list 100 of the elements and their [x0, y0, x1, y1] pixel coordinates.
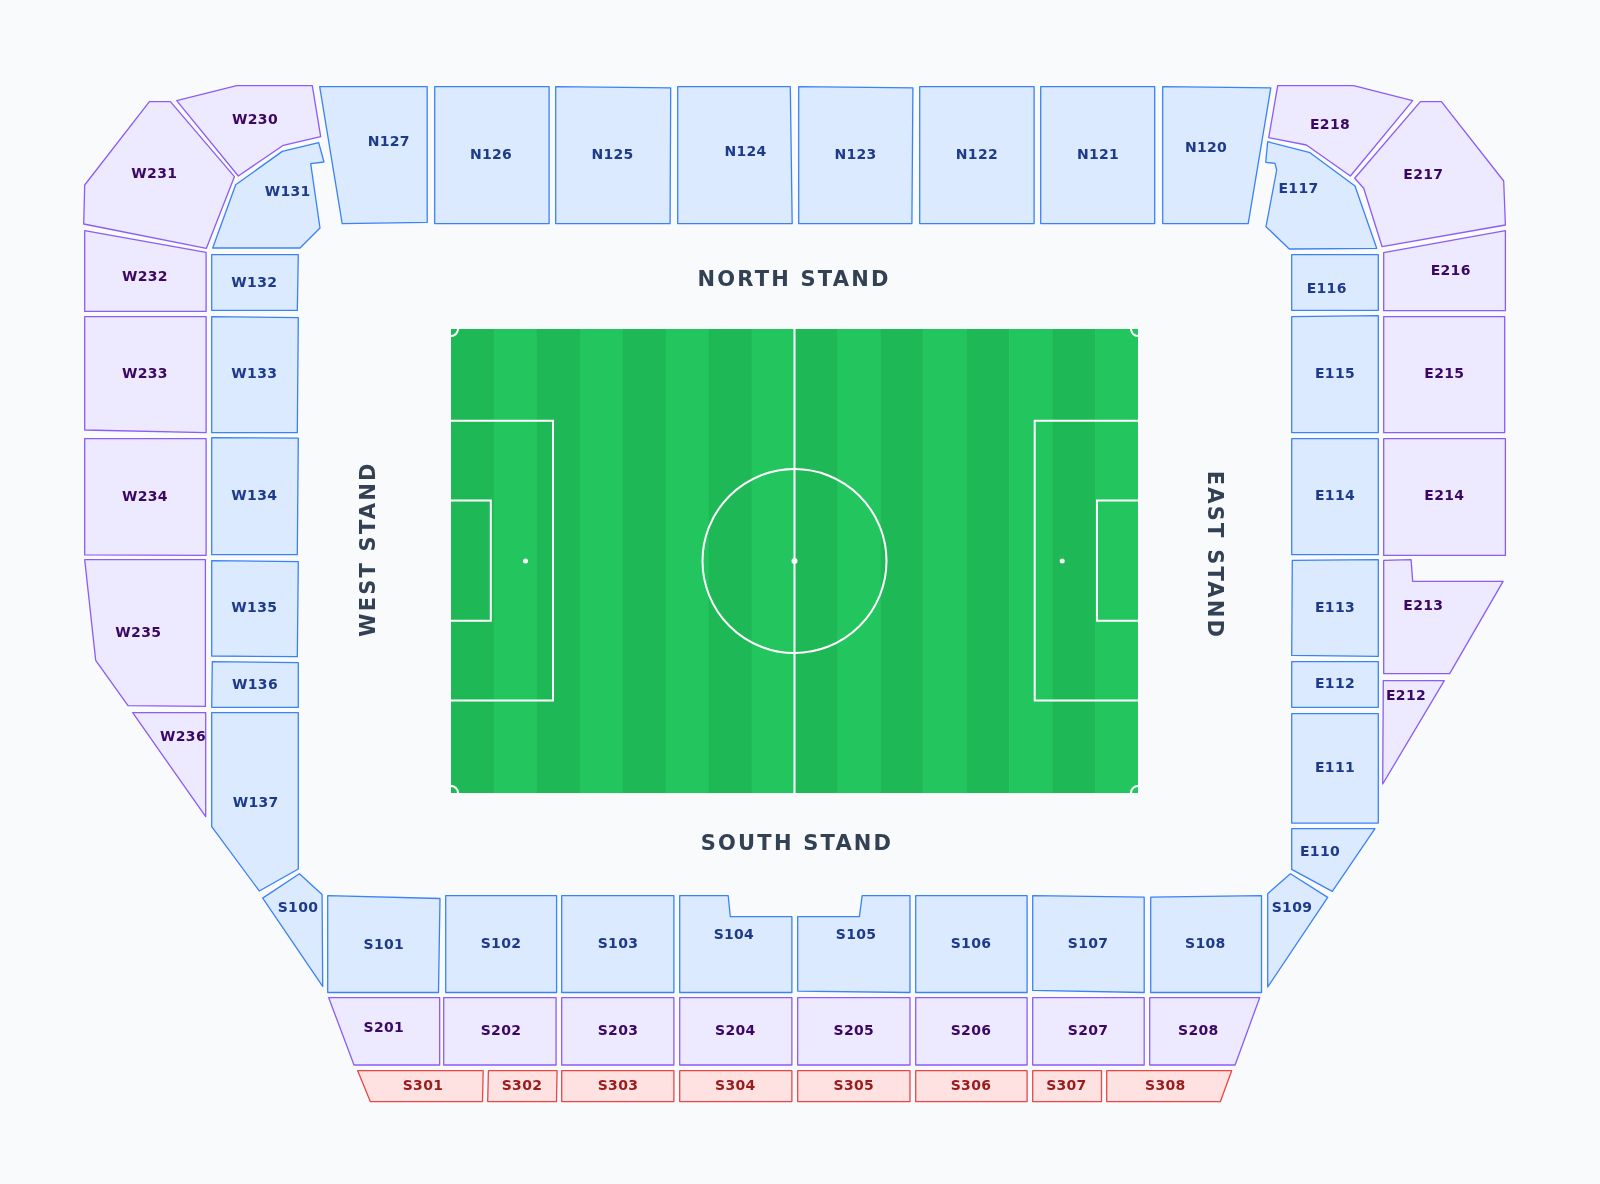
section-label: W230 [232, 112, 278, 127]
section-label: E213 [1403, 598, 1444, 612]
seating-section [1291, 254, 1379, 312]
seating-section [486, 1069, 558, 1102]
seating-section [443, 996, 558, 1066]
seating-section [211, 316, 299, 434]
seating-section [212, 142, 325, 249]
seating-section [433, 86, 550, 225]
section-label: S101 [363, 937, 405, 952]
section-label: W231 [131, 165, 178, 180]
section-label: W236 [160, 729, 206, 743]
section-label: E116 [1306, 280, 1347, 295]
seating-section [1383, 316, 1506, 434]
section-label: N122 [955, 147, 998, 161]
section-label: W134 [231, 488, 278, 503]
section-label: E218 [1310, 117, 1350, 132]
seating-section [798, 86, 914, 225]
section-label: W235 [115, 624, 162, 639]
seating-section [914, 895, 1028, 994]
section-label: S301 [402, 1078, 444, 1093]
seating-section [1382, 680, 1445, 785]
seating-section [1382, 230, 1506, 312]
section-label: S208 [1178, 1023, 1219, 1038]
seating-section [561, 895, 675, 994]
seating-section [1266, 873, 1328, 988]
section-label: N121 [1076, 147, 1120, 161]
section-label: S304 [715, 1078, 756, 1093]
seating-section [83, 316, 207, 434]
section-label: S100 [277, 900, 319, 914]
seating-section [561, 996, 675, 1066]
stand-label: SOUTH STAND [700, 832, 894, 854]
seating-section [679, 895, 793, 994]
seating-section [1149, 895, 1263, 994]
section-label: W233 [122, 366, 168, 381]
section-label: S201 [363, 1020, 405, 1034]
seating-section [1040, 86, 1156, 225]
seating-section [84, 559, 207, 708]
seating-section [1106, 1069, 1233, 1102]
section-label: N127 [367, 134, 410, 148]
seating-section [914, 996, 1028, 1066]
seating-section [1382, 559, 1504, 675]
seating-section [328, 996, 441, 1066]
seating-section [797, 895, 911, 994]
section-label: N120 [1184, 140, 1228, 155]
section-label: E217 [1403, 167, 1444, 181]
seating-section [83, 230, 207, 313]
seating-section [797, 1069, 911, 1102]
seating-section [919, 86, 1036, 225]
section-label: W234 [122, 488, 168, 503]
section-label: W132 [231, 274, 278, 289]
seating-section [1291, 827, 1376, 892]
seating-section [677, 86, 794, 225]
section-label: S307 [1046, 1078, 1087, 1093]
section-label: N125 [591, 147, 634, 161]
section-label: E115 [1315, 366, 1355, 381]
seating-section [1291, 712, 1379, 824]
seating-section [444, 895, 558, 994]
section-label: E214 [1424, 488, 1465, 503]
section-label: E216 [1430, 263, 1471, 277]
section-label: E113 [1315, 600, 1355, 615]
seating-section [679, 1069, 793, 1102]
seating-section [1382, 437, 1506, 556]
seating-section [132, 712, 207, 818]
section-label: S204 [715, 1023, 756, 1038]
section-label: N124 [724, 144, 767, 158]
section-label: S303 [597, 1078, 639, 1093]
seating-section [1149, 996, 1261, 1066]
section-label: S308 [1145, 1078, 1186, 1093]
section-label: S109 [1271, 900, 1313, 914]
seating-section [1291, 315, 1379, 434]
seating-section [1291, 437, 1379, 555]
stand-label: WEST STAND [357, 461, 379, 637]
section-label: E212 [1386, 688, 1426, 702]
seating-section [319, 86, 429, 225]
section-label: E215 [1424, 366, 1465, 381]
section-label: S103 [597, 936, 639, 951]
section-label: E111 [1315, 759, 1355, 774]
seating-section [327, 895, 441, 994]
section-label: S205 [833, 1023, 875, 1038]
section-label: W135 [231, 600, 278, 615]
section-label: S105 [835, 927, 877, 942]
section-label: S102 [480, 936, 522, 951]
seating-section [211, 254, 299, 312]
seating-section [679, 996, 793, 1066]
section-label: S104 [713, 927, 755, 942]
section-label: S302 [501, 1078, 543, 1093]
section-label: W133 [231, 366, 278, 381]
seating-section [1265, 141, 1378, 250]
section-label: S206 [950, 1023, 992, 1038]
section-label: S106 [950, 936, 992, 951]
seating-section [561, 1069, 675, 1102]
section-label: S306 [950, 1078, 992, 1093]
section-label: S202 [480, 1023, 522, 1038]
section-label: E110 [1300, 844, 1340, 858]
seating-section [83, 437, 207, 556]
seating-section [554, 86, 672, 225]
section-label: N123 [834, 147, 877, 161]
seating-section [211, 712, 299, 892]
section-label: S305 [833, 1078, 875, 1093]
seating-section [1161, 86, 1272, 225]
